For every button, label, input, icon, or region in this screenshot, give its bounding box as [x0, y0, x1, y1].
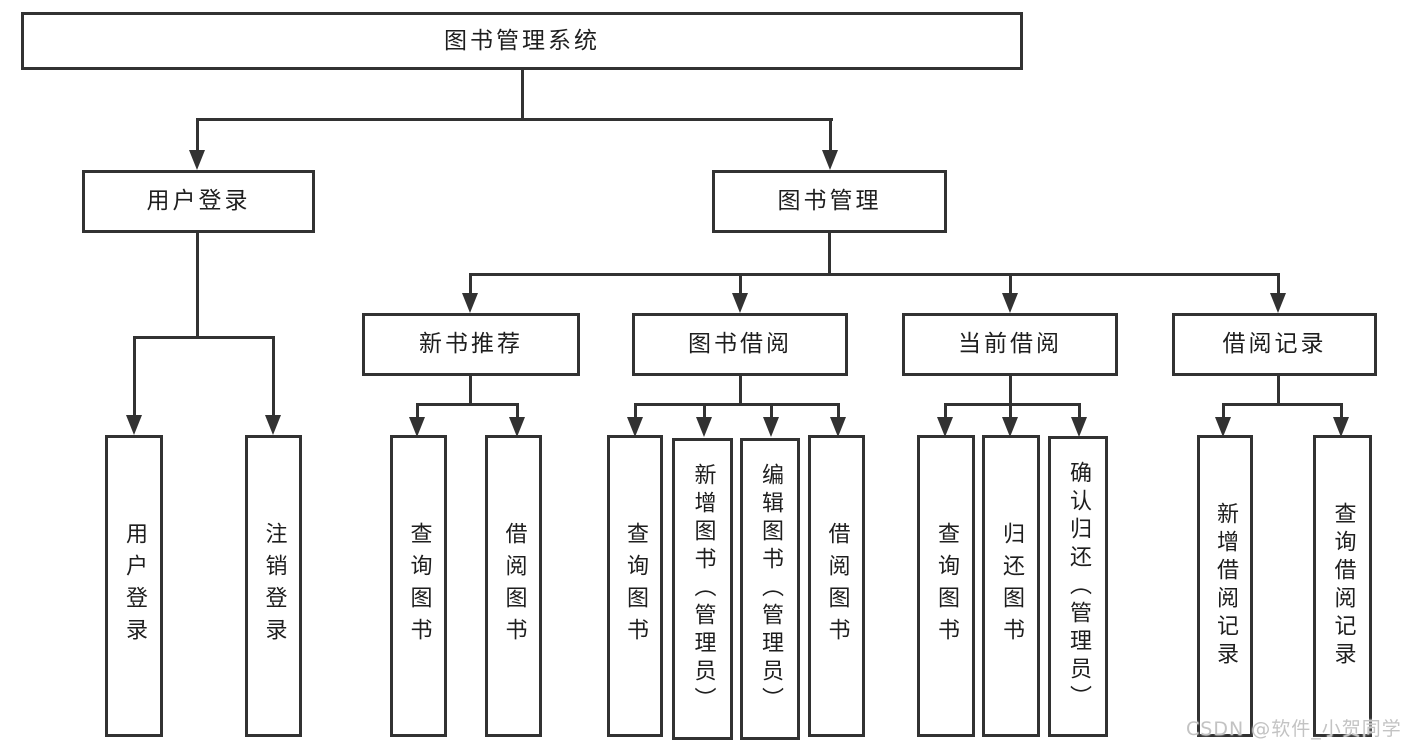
leaf-recommend-borrow-book-label: 借阅图书 — [501, 522, 527, 650]
leaf-borrow-borrow-book: 借阅图书 — [808, 435, 865, 737]
leaf-user-login-label: 用户登录 — [122, 522, 147, 650]
connector-drop-br-query — [1340, 403, 1343, 419]
arrowhead-cb-return — [1002, 417, 1018, 437]
leaf-query-borrow-record: 查询借阅记录 — [1313, 435, 1372, 737]
leaf-add-borrow-record-label: 新增借阅记录 — [1213, 502, 1238, 670]
connector-drop-cb-return — [1009, 403, 1012, 419]
connector-nbr-stub — [469, 376, 472, 403]
leaf-user-login: 用户登录 — [105, 435, 163, 737]
connector-drop-cb-query — [944, 403, 947, 419]
connector-cb-rail — [944, 403, 1081, 406]
node-user-login-group-label: 用户登录 — [146, 188, 251, 214]
leaf-borrow-borrow-book-label: 借阅图书 — [824, 522, 850, 650]
connector-drop-bb-borrow — [837, 403, 840, 419]
connector-drop-bb-add — [703, 403, 706, 419]
connector-root-trunk — [521, 70, 524, 118]
connector-drop-user-login-group — [196, 118, 199, 152]
connector-bb-stub — [739, 376, 742, 403]
leaf-add-book-admin: 新增图书（管理员） — [672, 438, 733, 740]
arrowhead-book-borrow — [732, 293, 748, 313]
connector-drop-br-add — [1222, 403, 1225, 419]
leaf-borrow-query-book: 查询图书 — [607, 435, 663, 737]
leaf-confirm-return-admin-label: 确认归还（管理员） — [1066, 460, 1091, 713]
connector-drop-current-borrow — [1009, 273, 1012, 295]
node-book-borrow-label: 图书借阅 — [688, 331, 792, 357]
node-new-book-recommend: 新书推荐 — [362, 313, 580, 376]
connector-drop-bb-query — [634, 403, 637, 419]
leaf-current-query-book: 查询图书 — [917, 435, 975, 737]
arrowhead-nbr-query — [409, 417, 425, 437]
connector-level3-rail — [469, 273, 1280, 276]
connector-drop-user-login-leaf — [133, 336, 136, 416]
arrowhead-book-management — [822, 150, 838, 170]
node-book-management: 图书管理 — [712, 170, 947, 233]
connector-drop-bb-edit — [770, 403, 773, 419]
arrowhead-new-book-recommend — [462, 293, 478, 313]
node-borrow-record-label: 借阅记录 — [1222, 331, 1327, 357]
leaf-recommend-borrow-book: 借阅图书 — [485, 435, 542, 737]
leaf-recommend-query-book: 查询图书 — [390, 435, 447, 737]
connector-br-rail — [1222, 403, 1343, 406]
connector-drop-book-management — [829, 118, 832, 152]
arrowhead-br-add — [1215, 417, 1231, 437]
arrowhead-cb-query — [937, 417, 953, 437]
leaf-add-book-admin-label: 新增图书（管理员） — [690, 463, 716, 715]
leaf-return-book-label: 归还图书 — [999, 522, 1024, 650]
arrowhead-logout-leaf — [265, 415, 281, 435]
node-book-management-label: 图书管理 — [777, 188, 882, 214]
leaf-return-book: 归还图书 — [982, 435, 1040, 737]
arrowhead-nbr-borrow — [509, 417, 525, 437]
connector-user-login-rail — [133, 336, 275, 339]
leaf-recommend-query-book-label: 查询图书 — [406, 522, 432, 650]
leaf-logout-login-label: 注销登录 — [261, 522, 287, 650]
leaf-logout-login: 注销登录 — [245, 435, 302, 737]
node-library-system-label: 图书管理系统 — [444, 27, 600, 54]
arrowhead-bb-query — [627, 417, 643, 437]
csdn-watermark: CSDN @软件_小贺同学 — [1186, 718, 1402, 740]
node-current-borrow-label: 当前借阅 — [958, 331, 1062, 357]
connector-drop-logout-leaf — [272, 336, 275, 416]
connector-br-stub — [1277, 376, 1280, 403]
node-user-login-group: 用户登录 — [82, 170, 315, 233]
leaf-add-borrow-record: 新增借阅记录 — [1197, 435, 1253, 737]
leaf-current-query-book-label: 查询图书 — [934, 522, 959, 650]
arrowhead-bb-add — [696, 417, 712, 437]
connector-drop-nbr-borrow — [516, 403, 519, 419]
leaf-edit-book-admin: 编辑图书（管理员） — [740, 438, 800, 740]
leaf-borrow-query-book-label: 查询图书 — [623, 522, 648, 650]
connector-drop-book-borrow — [739, 273, 742, 295]
connector-drop-cb-confirm — [1078, 403, 1081, 419]
arrowhead-cb-confirm — [1071, 417, 1087, 437]
arrowhead-user-login-group — [189, 150, 205, 170]
connector-cb-stub — [1009, 376, 1012, 403]
connector-user-login-stub — [196, 233, 199, 336]
node-book-borrow: 图书借阅 — [632, 313, 848, 376]
node-library-system: 图书管理系统 — [21, 12, 1023, 70]
leaf-query-borrow-record-label: 查询借阅记录 — [1330, 502, 1356, 670]
connector-drop-borrow-record — [1277, 273, 1280, 295]
arrowhead-bb-edit — [763, 417, 779, 437]
connector-bb-rail — [634, 403, 840, 406]
node-new-book-recommend-label: 新书推荐 — [419, 331, 523, 357]
arrowhead-current-borrow — [1002, 293, 1018, 313]
arrowhead-br-query — [1333, 417, 1349, 437]
node-borrow-record: 借阅记录 — [1172, 313, 1377, 376]
connector-nbr-rail — [416, 403, 519, 406]
connector-drop-nbr-query — [416, 403, 419, 419]
connector-book-management-stub — [828, 233, 831, 273]
leaf-confirm-return-admin: 确认归还（管理员） — [1048, 436, 1108, 737]
connector-level2-rail — [196, 118, 833, 121]
node-current-borrow: 当前借阅 — [902, 313, 1118, 376]
connector-drop-new-book-recommend — [469, 273, 472, 295]
leaf-edit-book-admin-label: 编辑图书（管理员） — [758, 463, 783, 715]
arrowhead-user-login-leaf — [126, 415, 142, 435]
arrowhead-bb-borrow — [830, 417, 846, 437]
arrowhead-borrow-record — [1270, 293, 1286, 313]
